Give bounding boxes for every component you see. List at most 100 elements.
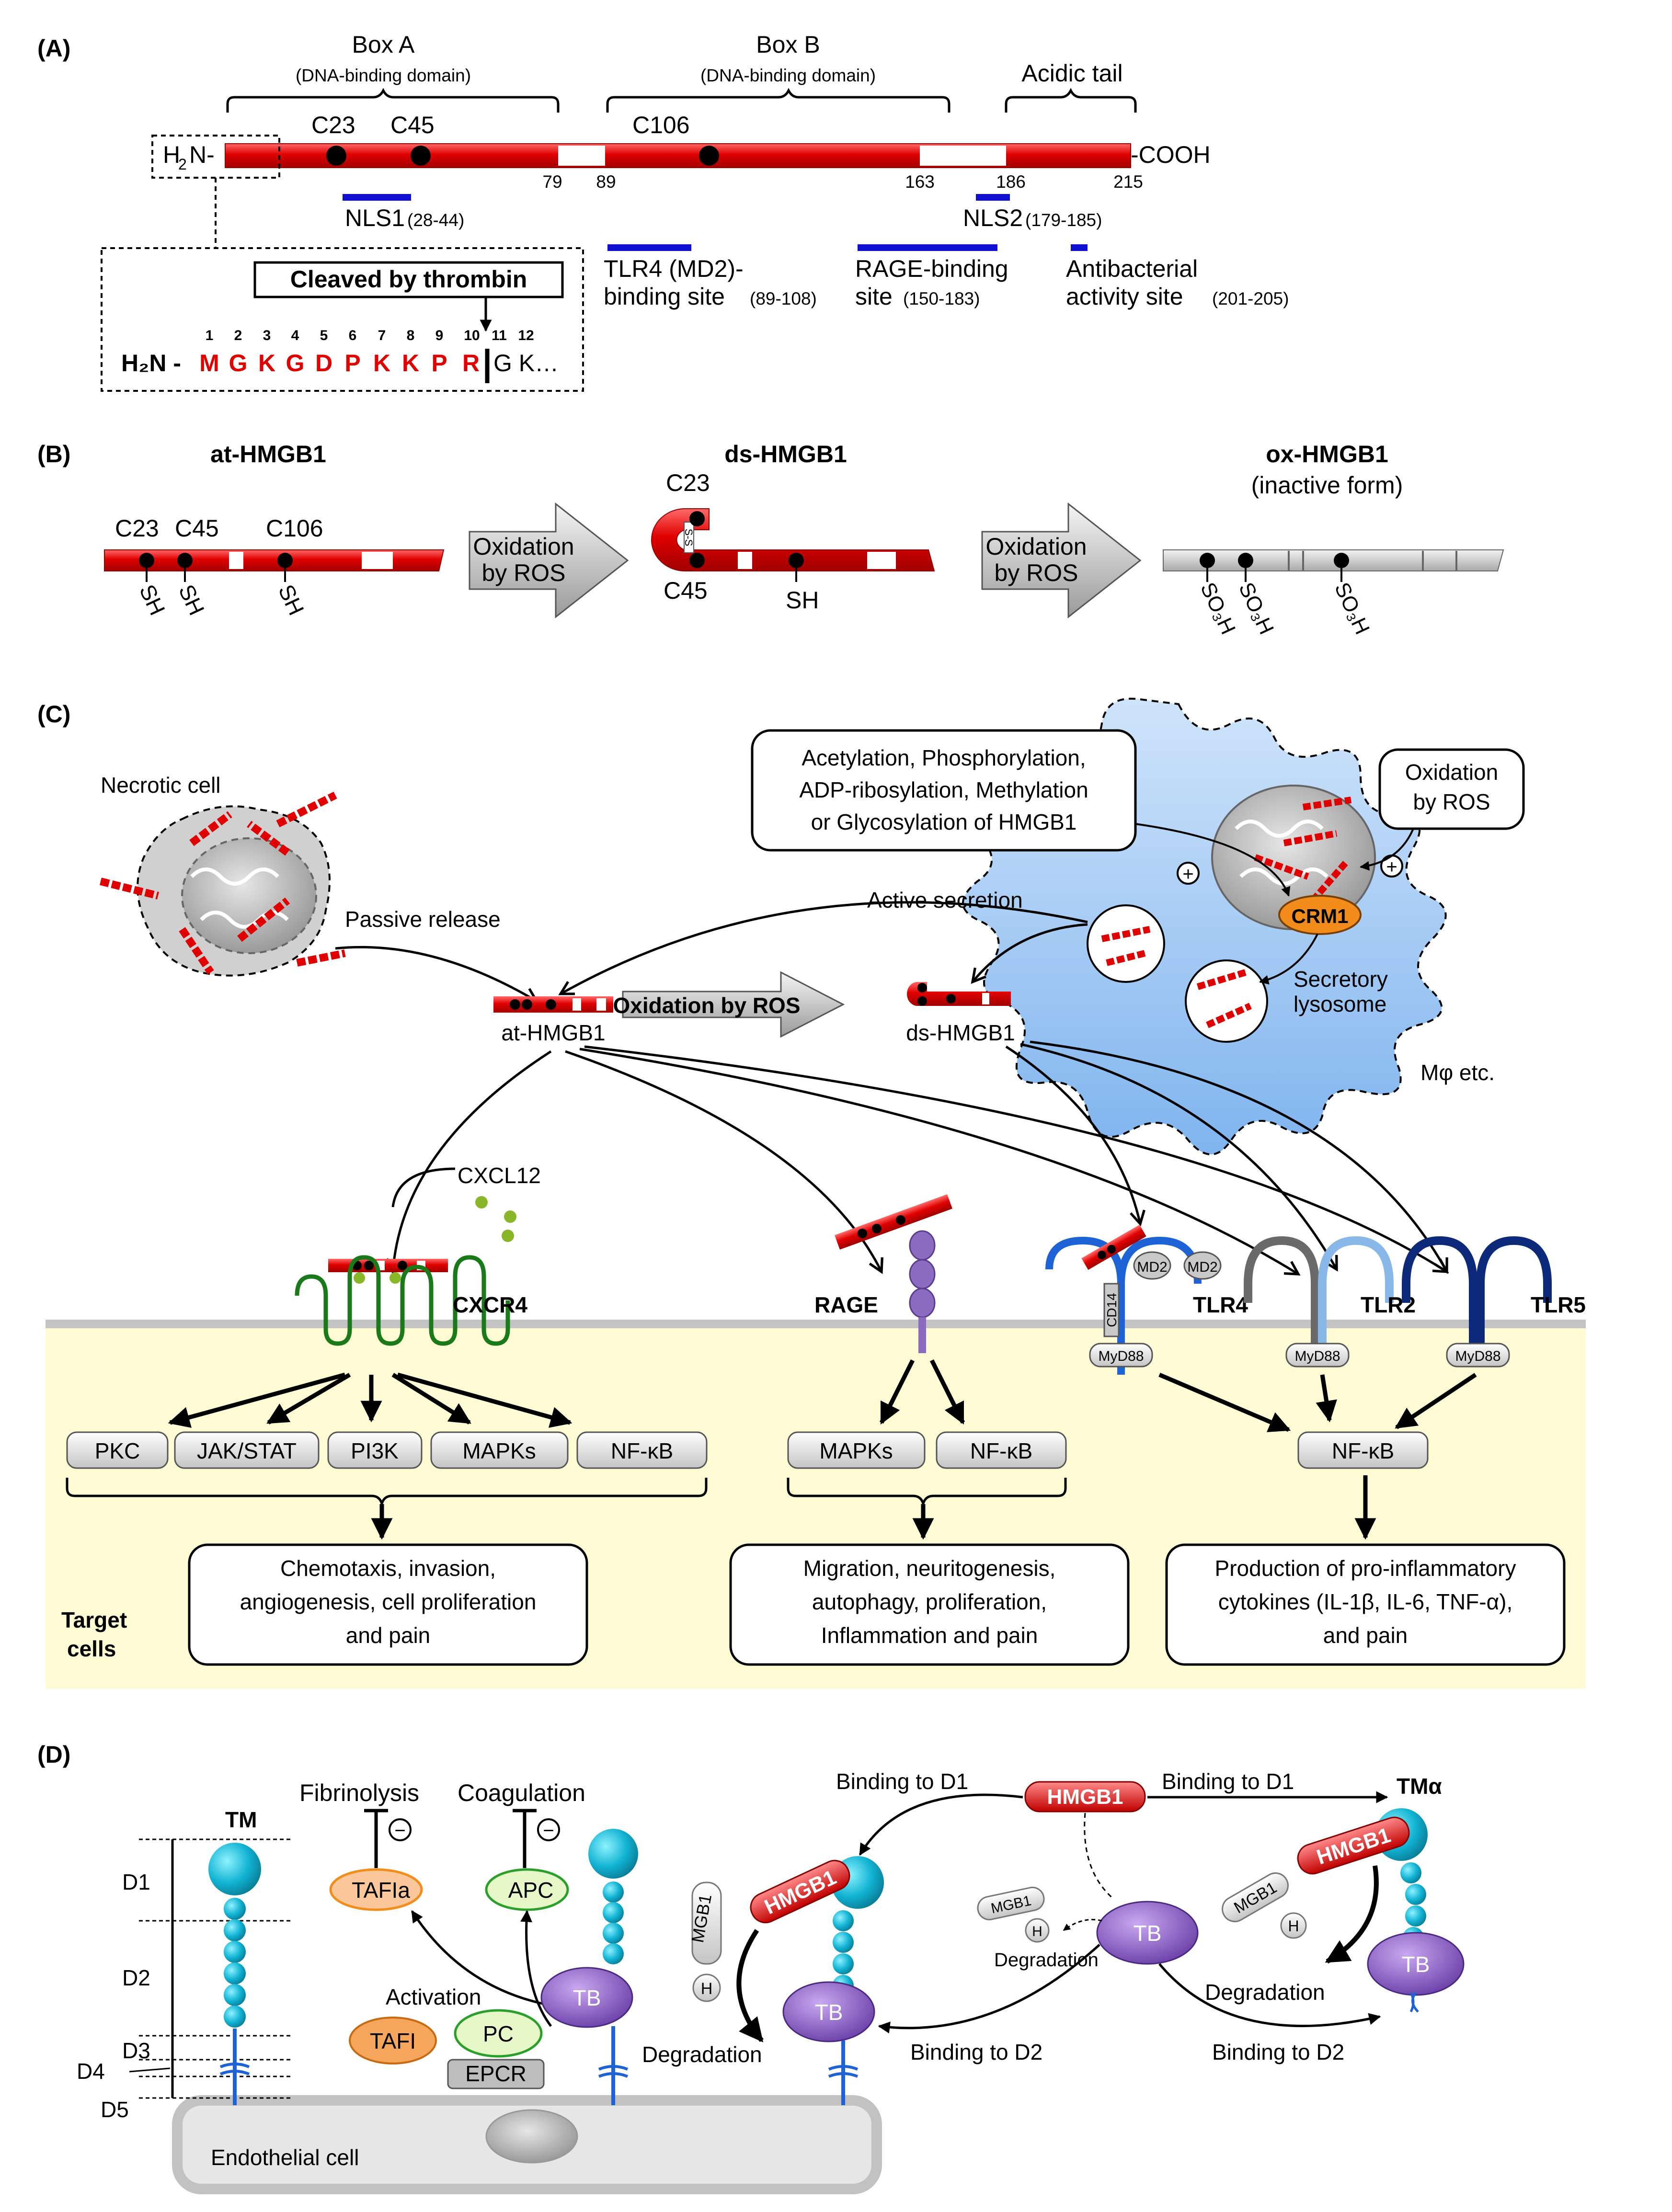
oxidation-arrow-2-line1: Oxidation	[985, 533, 1087, 560]
n-terminal-inset	[101, 247, 584, 392]
modifications-line2: ADP-ribosylation, Methylation	[799, 777, 1088, 802]
tlr5-receptor-a	[1402, 1236, 1477, 1365]
tafi-activation-arrow	[411, 1910, 561, 2008]
activation-label: Activation	[386, 1984, 481, 2009]
myd88-label: MyD88	[1098, 1348, 1144, 1364]
hmgb1-protein-bar	[225, 143, 1131, 168]
at-hmgb1-bar	[104, 549, 445, 571]
binding-d2-left: Binding to D2	[910, 2040, 1042, 2064]
target-cells-line1: Target	[61, 1608, 127, 1632]
plus-sign	[1177, 862, 1200, 885]
pathway-nfkb-label: NF-κB	[611, 1438, 673, 1463]
minus-sign	[537, 1818, 560, 1841]
seq-num: 8	[407, 328, 415, 343]
epcr-protein	[447, 2059, 545, 2089]
residue: P	[344, 350, 360, 376]
rage-bound-hmgb1	[835, 1194, 952, 1250]
nls1-range: (28-44)	[407, 210, 464, 230]
tlr2-to-nfkb-arrow	[1316, 1374, 1337, 1423]
outcome-2-line1: Migration, neuritogenesis,	[803, 1556, 1056, 1581]
at-hmgb1-icon	[493, 996, 613, 1013]
so3h-label: SO₃H	[1196, 579, 1240, 638]
b-c23-label: C23	[115, 515, 159, 542]
rage-domain	[909, 1230, 936, 1261]
oxidation-by-ros-arrow	[622, 971, 845, 1038]
sequence-numbers: 1 2 3 4 5 6 7 8 9 10 11 12	[206, 328, 534, 343]
modifications-box	[751, 729, 1137, 852]
rage-pathway-nfkb-label: NF-κB	[970, 1438, 1032, 1463]
box-b-sublabel: (DNA-binding domain)	[700, 66, 876, 85]
arrow-ds-to-tlr4	[1005, 1045, 1145, 1227]
outcome-3-line3: and pain	[1323, 1623, 1408, 1648]
so3h-label: SO₃H	[1234, 579, 1278, 638]
tlr4-label: TLR4	[1193, 1292, 1248, 1317]
modifications-line3: or Glycosylation of HMGB1	[811, 810, 1077, 834]
so3h-label: SO₃H	[1330, 579, 1374, 638]
oxidation-box-line1: Oxidation	[1405, 760, 1498, 785]
cxcl12-label: CXCL12	[458, 1163, 541, 1188]
antibacterial-range: (201-205)	[1212, 289, 1289, 308]
tm-label: TM	[225, 1807, 257, 1832]
ox-hmgb1-title: ox-HMGB1	[1266, 441, 1388, 467]
seq-num: 6	[349, 328, 357, 343]
epcr-label: EPCR	[465, 2061, 527, 2086]
residue: G	[229, 350, 248, 376]
c45-label: C45	[390, 112, 435, 138]
macrophage-label: Mφ etc.	[1420, 1060, 1495, 1085]
minus-label: −	[543, 1820, 554, 1841]
panel-c: (C) Necrotic cell Passive release	[37, 697, 1586, 1688]
lysosome-label-2: lysosome	[1294, 992, 1386, 1016]
oxidation-arrow-2	[981, 502, 1142, 619]
seq-num: 5	[320, 328, 328, 343]
hmgb1-label: HMGB1	[761, 1866, 840, 1919]
seq-num: 1	[206, 328, 214, 343]
sh-label: SH	[135, 581, 170, 619]
at-hmgb1-label: at-HMGB1	[501, 1020, 605, 1045]
cxcr4-label: CXCR4	[453, 1292, 527, 1317]
cxcl12-bracket	[391, 1167, 456, 1208]
tlr4-site-line2: binding site	[604, 283, 725, 310]
passive-release-arrow	[335, 946, 539, 1003]
h-label: H	[1032, 1924, 1042, 1939]
n-terminus-n: N-	[189, 141, 215, 168]
n-terminus-dotted-box	[151, 135, 280, 179]
seq-num: 7	[378, 328, 386, 343]
tafi-protein	[349, 2017, 437, 2064]
binding-d1-right: Binding to D1	[1162, 1769, 1294, 1794]
oxidation-by-ros-label: Oxidation by ROS	[613, 993, 800, 1018]
mods-to-crm1-arrow	[1135, 823, 1291, 897]
free-hmgb1-label: HMGB1	[1047, 1785, 1123, 1809]
c23-label: C23	[311, 112, 355, 138]
tlr5-label: TLR5	[1531, 1292, 1586, 1317]
binding-d2-right-arrow	[1158, 1963, 1381, 2028]
cxcr4-brace	[66, 1478, 708, 1508]
myd88-tlr2	[1285, 1343, 1350, 1368]
at-hmgb1-title: at-HMGB1	[210, 441, 326, 467]
outcome-box-3	[1165, 1543, 1566, 1666]
residue: K	[258, 350, 275, 376]
outcome-1-line3: and pain	[346, 1623, 431, 1648]
passive-release-label: Passive release	[345, 907, 501, 932]
necrotic-hmgb1-fragments	[100, 791, 346, 975]
tlr5-receptor-b	[1476, 1236, 1552, 1365]
degradation-right-label: Degradation	[1205, 1980, 1325, 2005]
free-hmgb1	[1024, 1781, 1146, 1813]
cxcl12-dot	[504, 1210, 516, 1223]
outcome-3-line2: cytokines (IL-1β, IL-6, TNF-α),	[1218, 1589, 1513, 1614]
seq-num: 12	[518, 328, 534, 343]
panel-label-b: (B)	[37, 441, 70, 467]
dashed-degradation-path	[1084, 1813, 1114, 1900]
rage-pathway-mapks-label: MAPKs	[819, 1438, 893, 1463]
coagulation-label: Coagulation	[458, 1779, 585, 1806]
hmgb1-fragment-center	[977, 1886, 1045, 1921]
binding-d2-right: Binding to D2	[1212, 2040, 1344, 2064]
tlr2-receptor-a	[1244, 1236, 1319, 1365]
hmgb1-fragment	[691, 1881, 722, 1965]
arrow-at-to-tlr5	[584, 1045, 1449, 1273]
tlr4-receptor	[1045, 1224, 1222, 1375]
myd88-tlr4	[1089, 1343, 1153, 1368]
crm1-protein	[1278, 895, 1362, 935]
residue: D	[315, 350, 332, 376]
h-label: H	[1288, 1917, 1299, 1935]
